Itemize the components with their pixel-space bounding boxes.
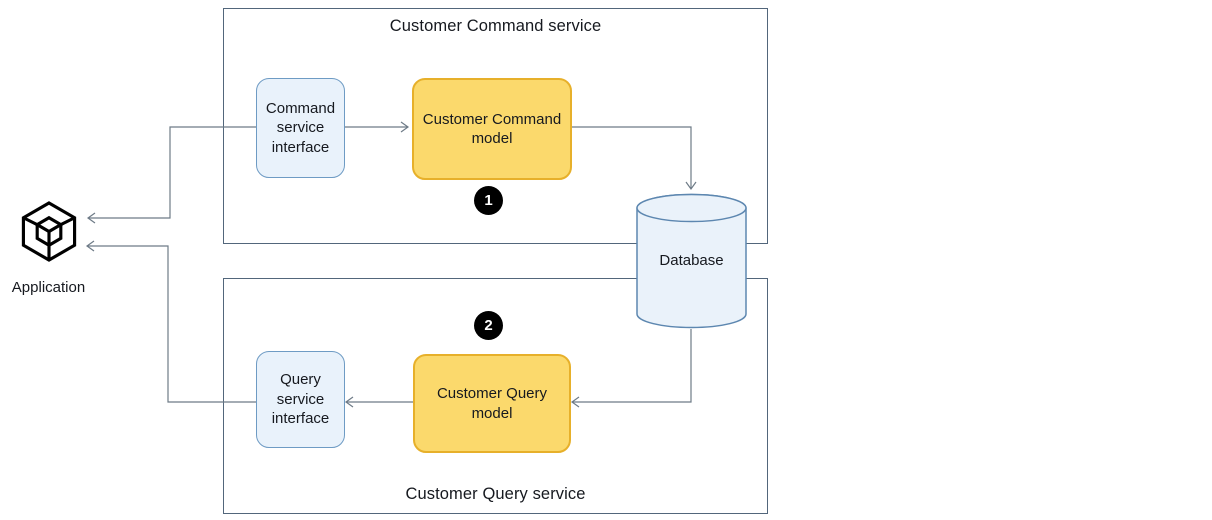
- database-cylinder-icon: [636, 193, 747, 329]
- step-2-number: 2: [484, 317, 493, 334]
- database-label: Database: [659, 252, 724, 269]
- query-service-interface-node: Query service interface: [256, 351, 345, 448]
- step-1-badge: 1: [474, 186, 503, 215]
- query-service-title: Customer Query service: [405, 485, 586, 503]
- edge-command-model-to-database: [567, 126, 697, 191]
- customer-query-model-node: Customer Query model: [413, 354, 571, 453]
- command-service-title: Customer Command service: [389, 17, 602, 35]
- command-service-interface-node: Command service interface: [256, 78, 345, 178]
- query-service-container: Customer Query service: [223, 278, 768, 514]
- query-service-interface-label: Query service interface: [271, 371, 330, 428]
- customer-command-model-node: Customer Command model: [412, 78, 572, 180]
- application-label: Application: [11, 279, 86, 296]
- edge-query-interface-to-application: [85, 240, 256, 403]
- step-2-badge: 2: [474, 311, 503, 340]
- application-cube-icon: [21, 201, 77, 262]
- command-service-interface-label: Command service interface: [265, 99, 336, 156]
- customer-query-model-label: Customer Query model: [436, 385, 548, 422]
- edge-database-to-query-model: [570, 329, 692, 408]
- edge-command-interface-to-application: [86, 126, 256, 224]
- customer-command-model-label: Customer Command model: [422, 110, 562, 148]
- step-1-number: 1: [484, 192, 493, 209]
- command-service-container: Customer Command service: [223, 8, 768, 244]
